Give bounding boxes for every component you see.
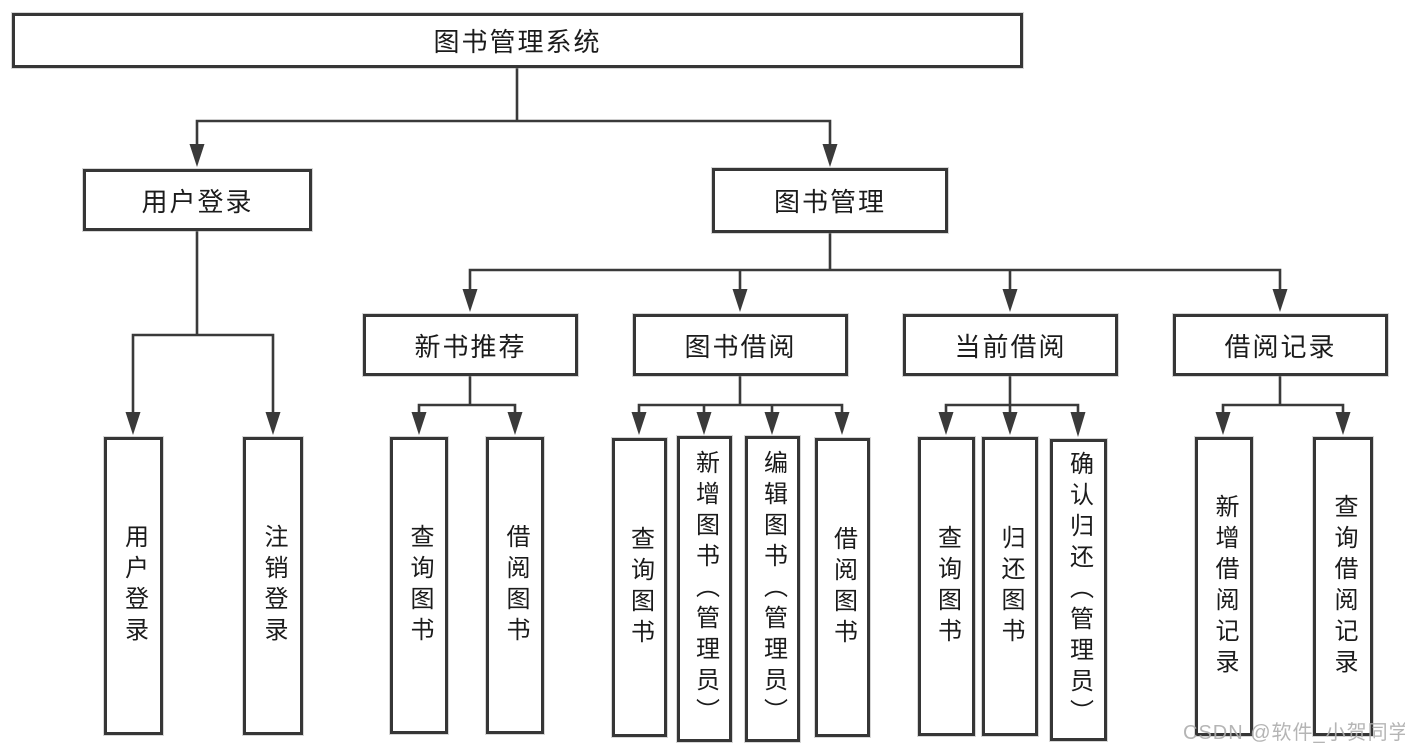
node-leaf-return-book: 归还图书 (982, 437, 1038, 736)
csdn-watermark: CSDN @软件_小贺同学 (1183, 722, 1405, 744)
node-leaf-add-borrow-record: 新增借阅记录 (1195, 437, 1253, 736)
node-leaf-add-book-admin: 新增图书（管理员） (677, 436, 732, 742)
node-leaf-user-login: 用户登录 (104, 437, 163, 735)
connector-borrow-records-children (1215, 376, 1351, 435)
node-current-borrow: 当前借阅 (903, 314, 1118, 376)
connector-user-login-children (125, 230, 281, 435)
node-leaf-edit-book-admin: 编辑图书（管理员） (745, 436, 800, 742)
node-leaf-confirm-return-admin: 确认归还（管理员） (1050, 439, 1107, 741)
node-borrow-records: 借阅记录 (1173, 314, 1388, 376)
connector-root-to-level2 (189, 68, 838, 167)
connector-new-book-children (411, 376, 523, 435)
connector-book-mgmt-to-level3 (462, 233, 1288, 312)
node-leaf-query-books-borrow: 查询图书 (612, 438, 667, 737)
connector-book-borrow-children (631, 376, 850, 435)
node-book-borrow: 图书借阅 (633, 314, 848, 376)
node-user-login-module: 用户登录 (83, 169, 312, 231)
node-leaf-logout: 注销登录 (243, 437, 303, 735)
node-leaf-query-books-current: 查询图书 (918, 437, 975, 736)
node-new-book-recommend: 新书推荐 (363, 314, 578, 376)
node-leaf-borrow-books: 借阅图书 (815, 438, 870, 737)
node-book-management-module: 图书管理 (712, 168, 948, 233)
node-leaf-query-books-recommend: 查询图书 (390, 437, 448, 734)
connector-current-borrow-children (938, 376, 1086, 437)
node-library-management-system: 图书管理系统 (12, 13, 1023, 68)
node-leaf-query-borrow-record: 查询借阅记录 (1313, 437, 1373, 736)
node-leaf-borrow-books-recommend: 借阅图书 (486, 437, 544, 734)
